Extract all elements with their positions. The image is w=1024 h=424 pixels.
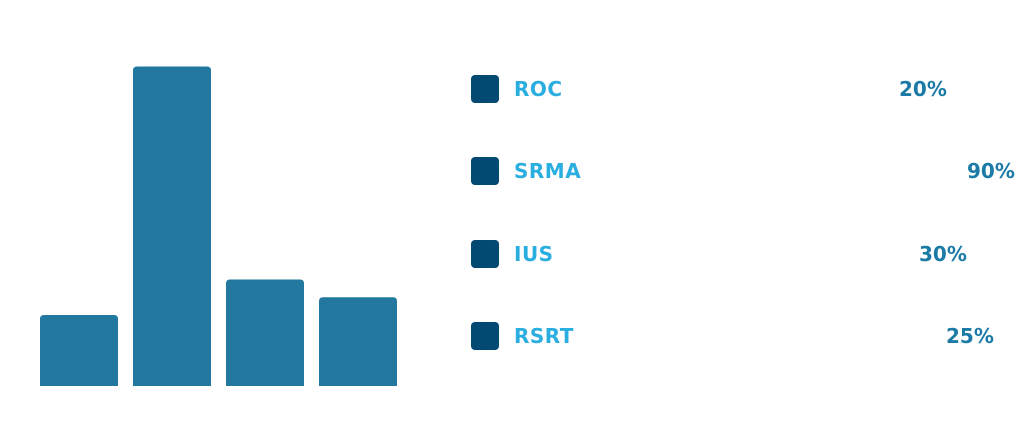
bar-ius <box>226 279 304 386</box>
bar-chart <box>40 66 397 386</box>
legend-value: 25% <box>946 324 994 348</box>
legend-label: ROC <box>514 77 563 101</box>
legend-item-ius: IUS 30% <box>471 240 1024 268</box>
bar-rsrt <box>319 297 397 386</box>
legend-value: 30% <box>919 242 967 266</box>
legend-label: IUS <box>514 242 554 266</box>
legend-value: 20% <box>899 77 947 101</box>
legend-swatch <box>471 75 499 103</box>
legend-item-roc: ROC 20% <box>471 75 1024 103</box>
legend-swatch <box>471 157 499 185</box>
bar-roc <box>40 315 118 386</box>
legend-label: RSRT <box>514 324 574 348</box>
legend-label: SRMA <box>514 159 582 183</box>
legend-swatch <box>471 322 499 350</box>
bar-srma <box>133 66 211 386</box>
legend-item-srma: SRMA 90% <box>471 157 1024 185</box>
legend-swatch <box>471 240 499 268</box>
legend-value: 90% <box>967 159 1015 183</box>
legend-item-rsrt: RSRT 25% <box>471 322 1024 350</box>
